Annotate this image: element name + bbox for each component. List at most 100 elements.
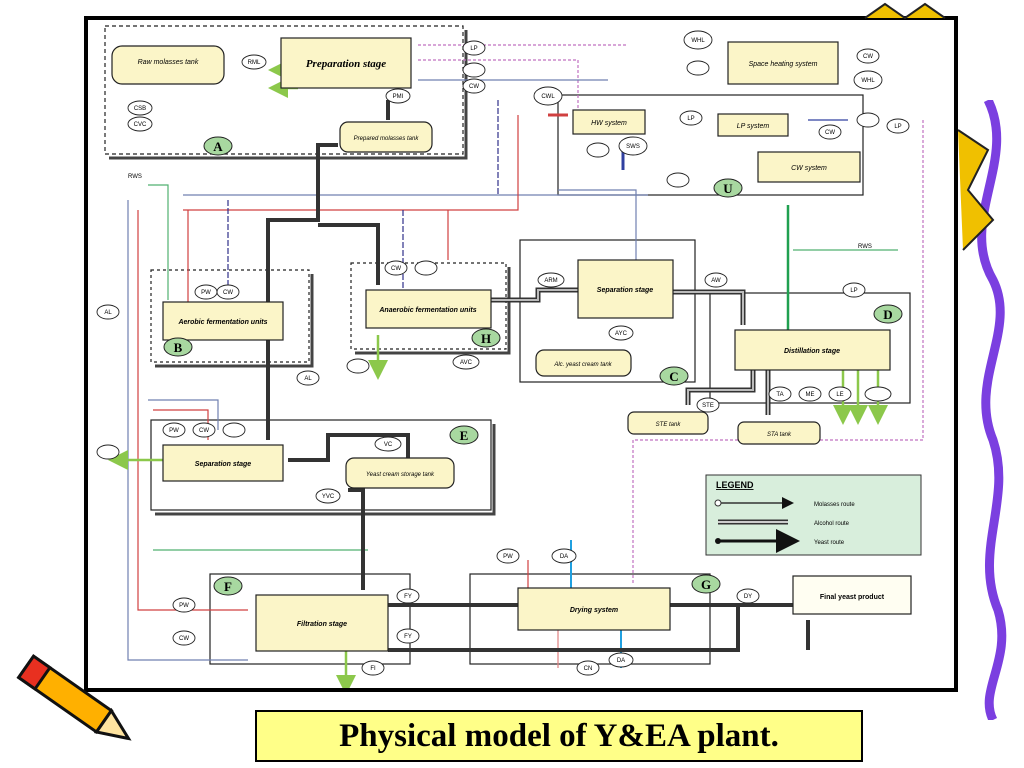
pencil-clipart bbox=[16, 654, 132, 741]
alcohol-route bbox=[488, 287, 771, 415]
svg-text:AW: AW bbox=[711, 278, 721, 284]
svg-text:FY: FY bbox=[404, 634, 412, 640]
separation-c-label: Separation stage bbox=[597, 287, 654, 294]
svg-text:CN: CN bbox=[584, 666, 593, 672]
lp-system-box bbox=[717, 113, 789, 137]
space-heating-label: Space heating system bbox=[749, 61, 818, 68]
yeast-cream-tank bbox=[345, 457, 455, 489]
svg-text:CW: CW bbox=[391, 266, 401, 272]
distillation-box bbox=[734, 329, 891, 371]
prepared-molasses-tank bbox=[339, 121, 433, 153]
legend-alcohol: Alcohol route bbox=[814, 521, 850, 527]
stream-tags bbox=[96, 30, 910, 676]
svg-text:C: C bbox=[669, 369, 678, 384]
stream-tag-text: RML PMI CSB CVC LP CW WHL CWL SWS WHL LP… bbox=[104, 38, 901, 672]
svg-text:STE: STE bbox=[702, 403, 714, 409]
process-boxes bbox=[111, 37, 891, 652]
svg-text:AYC: AYC bbox=[615, 331, 628, 337]
separation-e-label: Separation stage bbox=[195, 461, 252, 468]
separation-e-box bbox=[162, 444, 284, 482]
ste-tank bbox=[627, 411, 709, 435]
alc-yeast-tank bbox=[535, 349, 632, 377]
svg-text:CVC: CVC bbox=[134, 122, 147, 128]
svg-text:PW: PW bbox=[201, 290, 211, 296]
hw-label: HW system bbox=[591, 120, 627, 127]
raw-molasses-label: Raw molasses tank bbox=[138, 59, 199, 66]
svg-text:YVC: YVC bbox=[322, 494, 335, 500]
svg-text:E: E bbox=[460, 428, 469, 443]
svg-text:ARM: ARM bbox=[544, 278, 557, 284]
legend: LEGEND Molasses route Alcohol route Yeas… bbox=[705, 474, 922, 556]
plant-diagram: Raw molasses tank Preparation stage Prep… bbox=[96, 25, 924, 688]
clipart-top bbox=[864, 2, 946, 20]
section-shadows bbox=[109, 30, 511, 516]
sta-tank bbox=[737, 421, 821, 445]
caption: Physical model of Y&EA plant. bbox=[255, 710, 863, 762]
hw-system-box bbox=[572, 109, 646, 135]
svg-text:WHL: WHL bbox=[861, 78, 875, 84]
svg-text:U: U bbox=[723, 181, 733, 196]
svg-text:A: A bbox=[213, 139, 223, 154]
svg-text:CW: CW bbox=[863, 54, 873, 60]
drying-label: Drying system bbox=[570, 607, 618, 614]
legend-molasses: Molasses route bbox=[814, 502, 855, 508]
svg-text:CW: CW bbox=[469, 84, 479, 90]
legend-yeast: Yeast route bbox=[814, 540, 845, 546]
prepared-molasses-label: Prepared molasses tank bbox=[354, 136, 420, 142]
svg-text:PMI: PMI bbox=[393, 94, 404, 100]
anaerobic-box bbox=[365, 289, 492, 329]
svg-text:CSB: CSB bbox=[134, 106, 146, 112]
svg-text:AVC: AVC bbox=[460, 360, 473, 366]
final-product-label: Final yeast product bbox=[820, 594, 885, 601]
svg-text:LE: LE bbox=[836, 392, 843, 398]
svg-text:LP: LP bbox=[687, 116, 694, 122]
separation-c-box bbox=[577, 259, 674, 319]
svg-text:WHL: WHL bbox=[691, 38, 705, 44]
legend-title: LEGEND bbox=[716, 480, 754, 490]
aerobic-label: Aerobic fermentation units bbox=[177, 319, 267, 326]
cw-label: CW system bbox=[791, 165, 827, 172]
svg-text:FY: FY bbox=[404, 594, 412, 600]
svg-text:TA: TA bbox=[776, 392, 783, 398]
svg-text:RWS: RWS bbox=[128, 174, 142, 180]
svg-text:LP: LP bbox=[894, 124, 901, 130]
svg-text:PW: PW bbox=[503, 554, 513, 560]
svg-text:ME: ME bbox=[806, 392, 815, 398]
svg-text:SWS: SWS bbox=[626, 144, 640, 150]
svg-text:CW: CW bbox=[199, 428, 209, 434]
anaerobic-label: Anaerobic fermentation units bbox=[378, 307, 476, 314]
svg-text:AL: AL bbox=[104, 310, 112, 316]
lp-label: LP system bbox=[737, 123, 770, 130]
svg-text:H: H bbox=[481, 331, 491, 346]
raw-molasses-tank bbox=[111, 45, 225, 85]
svg-text:G: G bbox=[701, 577, 711, 592]
preparation-label: Preparation stage bbox=[306, 58, 386, 70]
svg-text:PW: PW bbox=[169, 428, 179, 434]
aerobic-box bbox=[162, 301, 284, 341]
svg-text:CWL: CWL bbox=[541, 94, 555, 100]
svg-text:B: B bbox=[174, 340, 183, 355]
filtration-label: Filtration stage bbox=[297, 621, 347, 628]
sta-tank-label: STA tank bbox=[767, 432, 792, 438]
svg-text:CW: CW bbox=[223, 290, 233, 296]
section-letters: A B C D E F G H U bbox=[163, 136, 903, 596]
svg-text:F: F bbox=[224, 579, 232, 594]
preparation-box bbox=[280, 37, 412, 89]
svg-text:DY: DY bbox=[744, 594, 752, 600]
svg-text:PW: PW bbox=[179, 603, 189, 609]
svg-text:DA: DA bbox=[617, 658, 625, 664]
final-product-box bbox=[792, 575, 912, 615]
svg-text:CW: CW bbox=[179, 636, 189, 642]
svg-text:VC: VC bbox=[384, 442, 393, 448]
filtration-box bbox=[255, 594, 389, 652]
alc-yeast-label: Alc. yeast cream tank bbox=[553, 362, 612, 368]
drying-box bbox=[517, 587, 671, 631]
yeast-cream-label: Yeast cream storage tank bbox=[366, 472, 435, 478]
svg-text:FI: FI bbox=[370, 666, 376, 672]
space-heating-box bbox=[727, 41, 839, 85]
svg-text:RML: RML bbox=[248, 60, 261, 66]
svg-text:CW: CW bbox=[825, 130, 835, 136]
cw-system-box bbox=[757, 151, 861, 183]
svg-text:LP: LP bbox=[470, 46, 477, 52]
svg-text:DA: DA bbox=[560, 554, 568, 560]
